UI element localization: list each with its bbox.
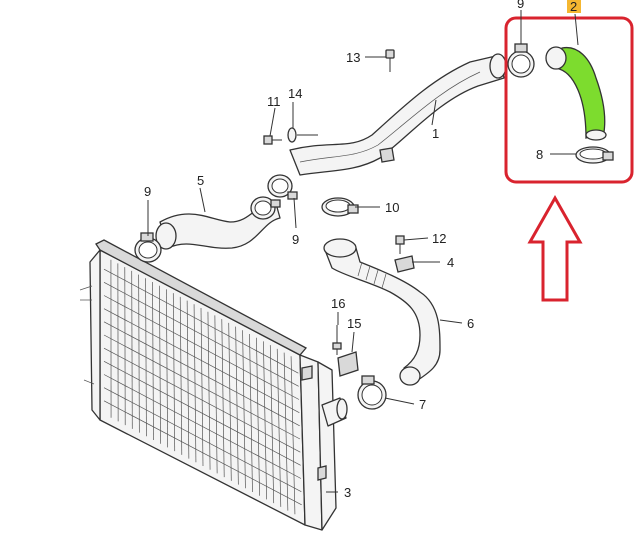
washer-14 xyxy=(287,127,297,143)
bracket-4 xyxy=(394,255,415,273)
clamp-9-upper xyxy=(267,174,298,200)
bracket-15 xyxy=(337,351,359,377)
callout-3: 3 xyxy=(344,485,351,500)
leader-lines xyxy=(147,10,579,493)
intercooler-core xyxy=(79,239,348,531)
hose-2-highlighted xyxy=(545,46,607,141)
callout-10: 10 xyxy=(385,200,399,215)
bolt-16 xyxy=(332,325,342,355)
clamp-9-top-right xyxy=(507,43,535,78)
charge-pipe-1 xyxy=(289,53,507,176)
clamp-7 xyxy=(357,375,387,410)
clamp-9-middle xyxy=(250,196,281,220)
hose-5 xyxy=(155,199,281,250)
callout-8: 8 xyxy=(536,147,543,162)
callout-15: 15 xyxy=(347,316,361,331)
callout-4: 4 xyxy=(447,255,454,270)
callout-16: 16 xyxy=(331,296,345,311)
callouts: 13 11 14 1 5 9 9 9 10 12 4 6 16 15 7 3 8… xyxy=(144,0,581,500)
callout-7: 7 xyxy=(419,397,426,412)
bolt-11 xyxy=(263,135,282,145)
callout-13: 13 xyxy=(346,50,360,65)
callout-12: 12 xyxy=(432,231,446,246)
clamp-8 xyxy=(575,146,614,164)
callout-11: 11 xyxy=(267,94,281,109)
bolt-12 xyxy=(395,235,405,254)
clamp-10 xyxy=(321,197,359,217)
callout-9-left: 9 xyxy=(144,184,151,199)
callout-5: 5 xyxy=(197,173,204,188)
callout-6: 6 xyxy=(467,316,474,331)
bolt-13 xyxy=(385,49,395,72)
callout-9-top-right: 9 xyxy=(517,0,524,11)
hose-6 xyxy=(323,238,441,386)
clamp-9-left xyxy=(134,232,162,263)
highlight-box xyxy=(504,16,634,184)
up-arrow-icon xyxy=(527,194,583,302)
callout-2-tag xyxy=(567,0,581,13)
callout-9-middle: 9 xyxy=(292,232,299,247)
callout-14: 14 xyxy=(288,86,302,101)
callout-2: 2 xyxy=(570,0,577,14)
callout-1: 1 xyxy=(432,126,439,141)
